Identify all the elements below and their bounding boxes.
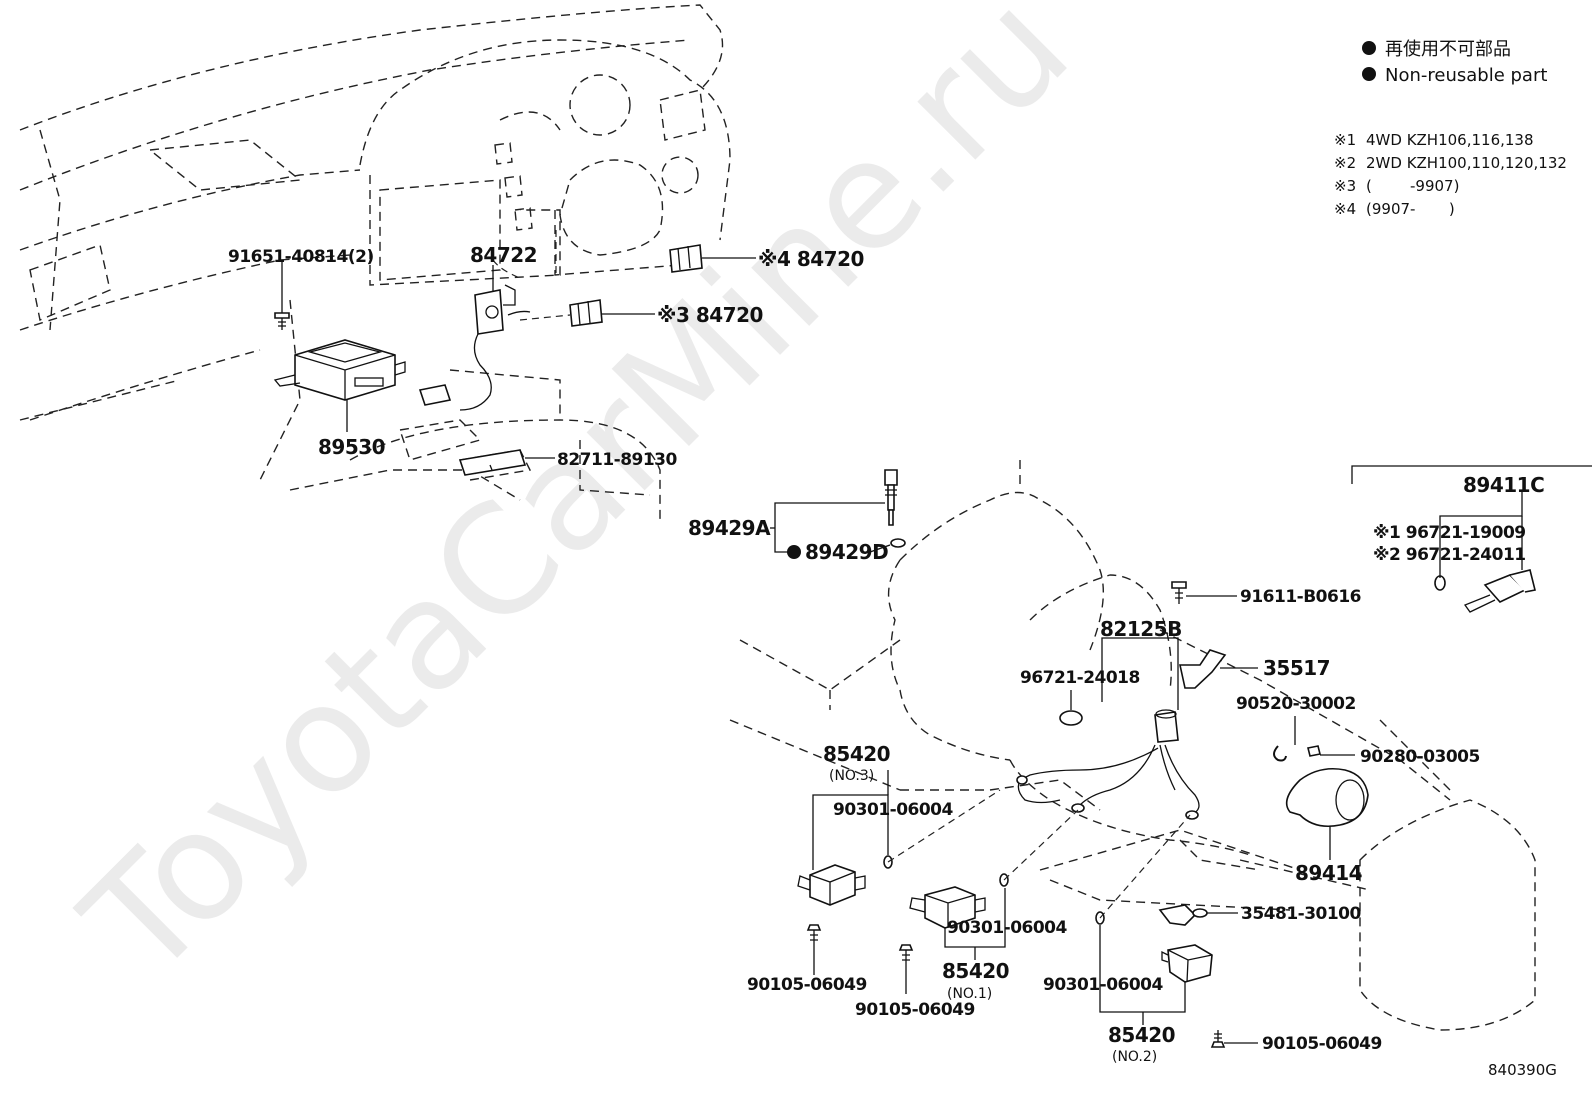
harness-82125b-part [1016,709,1200,820]
label-90105-06049-a[interactable]: 90105-06049 [747,975,867,995]
legend-en: Non-reusable part [1385,65,1547,86]
solenoid-85420-no1-part [909,886,986,929]
bolt-90105-b-part [898,944,914,965]
clip-90520-part [1273,745,1287,762]
note-mark: ※3 [1334,177,1356,195]
label-no1: (NO.1) [947,986,992,1002]
label-85420-no1[interactable]: 85420 [942,959,1010,983]
legend-jp: 再使用不可部品 [1385,39,1511,60]
label-no3: (NO.3) [829,768,874,784]
connector-84720-3-part [569,299,603,327]
note-text: (9907- ) [1366,200,1455,218]
bolt-90105-a-part [806,924,822,945]
label-84722[interactable]: 84722 [470,243,538,267]
bracket-35517-part [1179,649,1227,689]
note-text: ( -9907) [1366,177,1459,195]
solenoid-85420-no3-part [797,864,866,906]
label-90105-06049-b[interactable]: 90105-06049 [855,1000,975,1020]
connector-84720-4-part [669,244,703,273]
note-text: 4WD KZH106,116,138 [1366,131,1534,149]
sensor-84722-part [418,284,531,411]
legend: 再使用不可部品 Non-reusable part [1362,39,1547,86]
label-90520-30002[interactable]: 90520-30002 [1236,694,1356,714]
label-89411c[interactable]: 89411C [1463,473,1545,497]
non-reusable-mark-icon [787,545,801,559]
label-90280-03005[interactable]: 90280-03005 [1360,747,1480,767]
bolt-90105-c-part [1210,1030,1226,1048]
label-90301-06004-a[interactable]: 90301-06004 [833,800,954,820]
legend-dot-icon [1362,67,1376,81]
label-91651-40814[interactable]: 91651-40814(2) [228,247,374,267]
label-no2: (NO.2) [1112,1049,1157,1065]
part-labels: 91651-40814(2) 84722 ※4 84720 ※3 84720 8… [228,243,1545,1065]
ring-90280-part [1307,745,1321,757]
watermark: ToyotaCarMine.ru [52,0,1102,1011]
speed-sensor-89429a-part [884,469,898,526]
bolt-91611-part [1171,581,1187,604]
label-35481-30100[interactable]: 35481-30100 [1241,904,1362,924]
bolt-91651-part [274,312,290,330]
label-96721-19009[interactable]: ※1 96721-19009 [1373,523,1526,543]
label-96721-24018[interactable]: 96721-24018 [1020,668,1140,688]
label-90301-06004-b[interactable]: 90301-06004 [947,918,1068,938]
model-notes: ※1 4WD KZH106,116,138 ※2 2WD KZH100,110,… [1334,131,1567,218]
label-91611-b0616[interactable]: 91611-B0616 [1240,587,1361,607]
ecu-89530-part [273,339,406,401]
note-mark: ※4 [1334,200,1356,218]
label-85420-no3[interactable]: 85420 [823,742,891,766]
label-84720-4[interactable]: ※4 84720 [758,247,864,271]
label-84720-3[interactable]: ※3 84720 [657,303,763,327]
label-89429a[interactable]: 89429A [688,516,772,540]
label-90301-06004-c[interactable]: 90301-06004 [1043,975,1164,995]
label-82711-89130[interactable]: 82711-89130 [557,450,678,470]
legend-dot-icon [1362,41,1376,55]
leader-lines [281,230,1592,1044]
solenoid-85420-no2-part [1161,944,1213,983]
label-90105-06049-c[interactable]: 90105-06049 [1262,1034,1382,1054]
note-mark: ※1 [1334,131,1356,149]
figure-code: 840390G [1488,1061,1557,1079]
bracket-82711-part [458,449,527,476]
transmission-outline [729,460,1536,1031]
label-85420-no2[interactable]: 85420 [1108,1023,1176,1047]
oring-96721-24018-part [1059,710,1083,726]
note-text: 2WD KZH100,110,120,132 [1366,154,1567,172]
label-89530[interactable]: 89530 [318,435,386,459]
dashboard-outline [19,4,731,520]
note-mark: ※2 [1334,154,1356,172]
label-89429d[interactable]: 89429D [805,540,889,564]
sensor-89411c-part [1434,569,1536,613]
label-89414[interactable]: 89414 [1295,861,1363,885]
sensor-89414-part [1285,767,1369,828]
label-96721-24011[interactable]: ※2 96721-24011 [1373,545,1526,565]
clamp-35481-part [1158,904,1208,926]
label-82125b[interactable]: 82125B [1100,617,1182,641]
oring-89429d-part [890,538,906,548]
label-35517[interactable]: 35517 [1263,656,1331,680]
